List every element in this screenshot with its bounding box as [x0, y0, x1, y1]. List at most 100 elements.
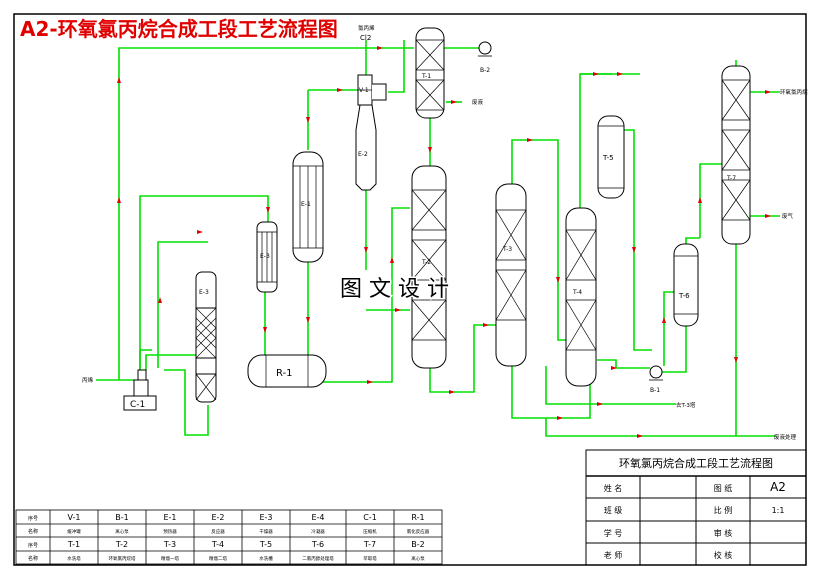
label-c1: C-1: [130, 400, 145, 410]
flow-arrow: [698, 197, 702, 203]
title-block-name: 环氧氯丙烷合成工段工艺流程图: [619, 456, 773, 470]
label-v1: V-1: [359, 87, 369, 94]
legend-cell: 环氧氯丙烷塔: [109, 555, 136, 562]
legend-cell: 离心泵: [115, 528, 129, 535]
legend-cell: 离心泵: [411, 555, 425, 562]
legend-cell: 序号: [28, 542, 38, 549]
flow-arrow: [395, 308, 401, 312]
stream-t7-top: 环氧氯丙烷: [780, 88, 808, 96]
title-block-cell: 图 纸: [714, 483, 733, 493]
flow-arrow: [197, 230, 203, 234]
column-t3: [495, 183, 527, 367]
legend-cell: T-1: [67, 540, 80, 549]
label-e9: E-3: [199, 289, 209, 296]
flow-arrow: [617, 72, 623, 76]
exchanger-e3: [256, 221, 278, 293]
flow-arrow: [597, 402, 603, 406]
column-t7: [721, 65, 751, 245]
legend-cell: 反应器: [211, 528, 225, 535]
title-block: [585, 449, 807, 566]
legend-cell: T-6: [311, 540, 324, 549]
legend-cell: B-2: [411, 540, 424, 549]
label-r1: R-1: [276, 368, 293, 379]
vessel-v1: [357, 74, 387, 106]
flow-arrow: [637, 434, 643, 438]
title-block-cell: 比 例: [714, 505, 733, 515]
label-t1: T-1: [421, 73, 431, 80]
flow-arrow: [557, 416, 563, 420]
equipment-labels: C-1 E-3 E-3 E-1 R-1 V-1 E-2 T-1 B-2 T-2 …: [130, 67, 736, 410]
compressor-c1: [123, 369, 157, 411]
legend-cell: 水洗槽: [259, 555, 273, 562]
flow-arrow: [158, 297, 162, 303]
watermark-text: 图 文 设 计: [340, 277, 449, 302]
label-t3: T-3: [502, 246, 512, 253]
flow-arrow: [593, 72, 599, 76]
title-block-cell: 1:1: [772, 506, 785, 515]
outer-frame: [13, 13, 807, 566]
flow-arrow: [632, 247, 636, 253]
title-block-cell: 校 核: [714, 550, 733, 560]
label-t6: T-6: [678, 292, 690, 300]
legend-table: [15, 509, 443, 565]
legend-cell: 氯化反应器: [407, 528, 430, 535]
flow-arrow: [734, 357, 738, 363]
legend-cell: 水洗塔: [67, 555, 81, 562]
legend-cell: E-4: [311, 513, 324, 522]
title-block-cell: 老 师: [604, 550, 623, 560]
flow-arrow: [337, 88, 343, 92]
title-block-cell: 学 号: [604, 528, 623, 538]
flow-arrow: [306, 317, 310, 323]
stream-top-v1: Cl2: [360, 34, 371, 42]
legend-cell: 序号: [28, 515, 38, 522]
legend-cell: 二氯丙醇处理塔: [302, 555, 334, 562]
label-e3: E-3: [260, 253, 270, 260]
legend-cell: V-1: [68, 513, 81, 522]
legend-cell: T-4: [211, 540, 224, 549]
legend-cell: 精馏二塔: [209, 555, 227, 562]
legend-cell: 名称: [28, 555, 38, 562]
cyclone-e2: [355, 104, 377, 191]
flow-arrow: [765, 90, 771, 94]
stream-bottom-right: 废液处理: [774, 433, 797, 441]
title-block-cell: 班 级: [604, 505, 623, 515]
stream-labels: 氯丙烯 Cl2 丙烯 废液 去T-3塔 废液处理 环氧氯丙烷 废气: [82, 24, 808, 441]
legend-cell: 预热器: [163, 528, 177, 535]
label-t5: T-5: [602, 154, 614, 162]
flow-arrow: [765, 214, 771, 218]
title-block-cell: A2: [770, 480, 786, 494]
legend-cell: T-5: [259, 540, 272, 549]
flow-arrow: [364, 247, 368, 253]
legend-cell: 精馏一塔: [161, 555, 179, 562]
column-e9: [195, 271, 217, 403]
label-b2: B-2: [480, 67, 490, 74]
legend-cell: R-1: [411, 513, 424, 522]
label-t2: T-2: [421, 259, 431, 266]
flow-arrow: [306, 117, 310, 123]
legend-cell: 缓冲罐: [67, 528, 81, 535]
stream-bottom-mid: 去T-3塔: [676, 401, 696, 409]
label-t4: T-4: [572, 289, 582, 296]
legend-cell: 压缩机: [363, 528, 377, 535]
legend-cell: E-2: [211, 513, 224, 522]
vessel-t6: [673, 243, 699, 327]
stream-t1-out: 废液: [472, 98, 484, 106]
flow-arrow: [390, 257, 394, 263]
flow-arrow: [527, 138, 533, 142]
flow-arrow: [662, 317, 666, 323]
flow-arrow: [266, 207, 270, 213]
title-block-cell: 审 核: [714, 528, 733, 538]
flow-arrows: [117, 46, 771, 438]
diagram-title: A2-环氧氯丙烷合成工段工艺流程图: [20, 17, 338, 41]
flow-arrow: [556, 277, 560, 283]
column-t4: [565, 207, 597, 387]
legend-cell: 名称: [28, 528, 38, 535]
legend-cell: C-1: [363, 513, 377, 522]
label-e1: E-1: [301, 201, 311, 208]
column-t1: [415, 27, 445, 119]
column-t2: [411, 165, 447, 369]
